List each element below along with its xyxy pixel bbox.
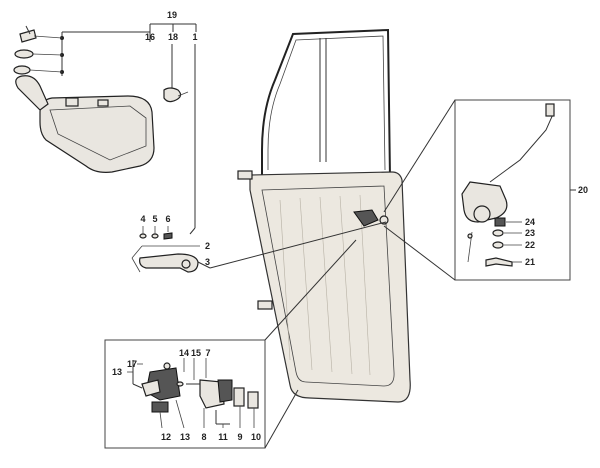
callout-5: 5 (152, 214, 157, 224)
callout-17: 17 (127, 359, 137, 369)
callout-7: 7 (205, 348, 210, 358)
door-assembly (237, 28, 411, 403)
callout-24: 24 (525, 217, 535, 227)
fuel-tank (15, 75, 155, 173)
callout-13-bottom: 13 (180, 432, 190, 442)
callout-3: 3 (205, 257, 210, 267)
callout-10: 10 (251, 432, 261, 442)
leader-handle-to-door (209, 221, 387, 269)
fuel-cap-parts (13, 25, 37, 75)
callout-1: 1 (192, 32, 197, 42)
door-handle (131, 245, 200, 273)
callout-8: 8 (201, 432, 206, 442)
callout-12: 12 (161, 432, 171, 442)
spring-part (163, 44, 189, 103)
leader-box20-bottom (383, 225, 456, 281)
callout-line-1b (189, 227, 196, 235)
callout-6: 6 (165, 214, 170, 224)
leader-latch-bottom (264, 389, 299, 449)
callout-9: 9 (237, 432, 242, 442)
lock-small-parts (485, 217, 522, 267)
callout-22: 22 (525, 240, 535, 250)
leader-latch-top (264, 239, 357, 341)
lock-cylinder (461, 103, 555, 263)
latch-leaders (127, 358, 255, 429)
callout-bracket-19 (149, 23, 197, 32)
callout-23: 23 (525, 228, 535, 238)
callout-21: 21 (525, 257, 535, 267)
callout-15: 15 (191, 348, 201, 358)
callout-4: 4 (140, 214, 145, 224)
callout-13-left: 13 (112, 367, 122, 377)
callout-labels: 19 16 18 1 4 5 6 2 3 20 24 23 22 21 17 1… (112, 10, 588, 442)
callout-19: 19 (167, 10, 177, 20)
latch-assembly (141, 362, 259, 413)
callout-bracket-16 (29, 31, 151, 76)
small-parts-4-5-6 (139, 226, 173, 240)
callout-11: 11 (218, 432, 228, 442)
latch-parts-box (104, 339, 266, 449)
callout-20: 20 (578, 185, 588, 195)
leader-handle (197, 261, 211, 269)
callout-14: 14 (179, 348, 189, 358)
callout-16: 16 (145, 32, 155, 42)
leader-box20-top (383, 99, 456, 213)
callout-18: 18 (168, 32, 178, 42)
callout-2: 2 (205, 241, 210, 251)
